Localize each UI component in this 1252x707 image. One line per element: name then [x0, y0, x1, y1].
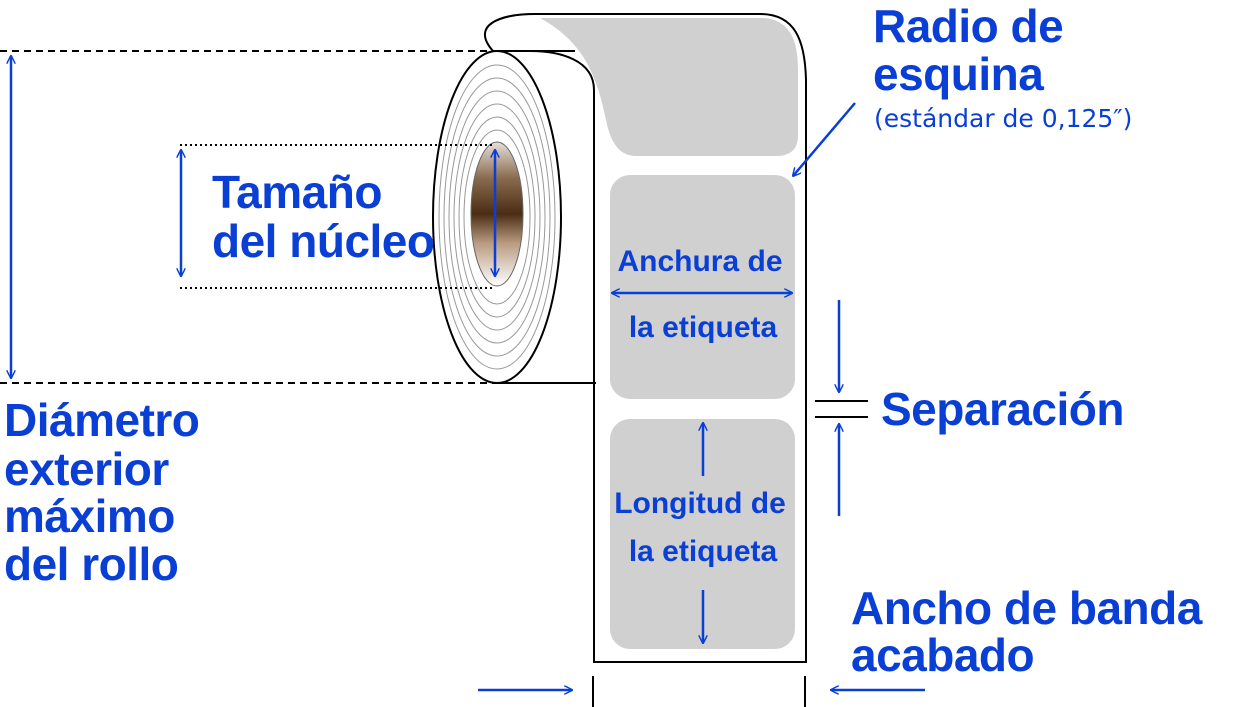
roll-core: [470, 141, 524, 287]
label-2: [610, 419, 795, 649]
web-width-title-2: acabado: [851, 629, 1034, 681]
label-width-title-1: Anchura de: [617, 245, 782, 278]
outer-diameter-title-4: del rollo: [4, 538, 178, 590]
gap-indicator: [815, 300, 868, 516]
label-length-title-1: Longitud de: [614, 487, 786, 520]
core-size-title-1: Tamaño: [212, 166, 382, 218]
web-width-indicator: [478, 676, 925, 707]
label-length-title-2: la etiqueta: [629, 535, 778, 568]
outer-diameter-title-3: máximo: [4, 490, 175, 542]
corner-radius-title-1: Radio de: [873, 0, 1063, 52]
core-size-title-2: del núcleo: [212, 215, 434, 267]
outer-diameter-title-1: Diámetro: [4, 394, 199, 446]
label-1: [610, 175, 795, 399]
gap-title: Separación: [881, 383, 1124, 435]
wrapped-label: [540, 18, 798, 156]
label-width-title-2: la etiqueta: [629, 311, 778, 344]
web-width-title-1: Ancho de banda: [851, 582, 1203, 634]
corner-radius-arrow: [793, 102, 856, 176]
corner-radius-title-2: esquina: [873, 48, 1044, 100]
outer-diameter-title-2: exterior: [4, 443, 169, 495]
corner-radius-note: (estándar de 0,125″): [874, 104, 1132, 133]
